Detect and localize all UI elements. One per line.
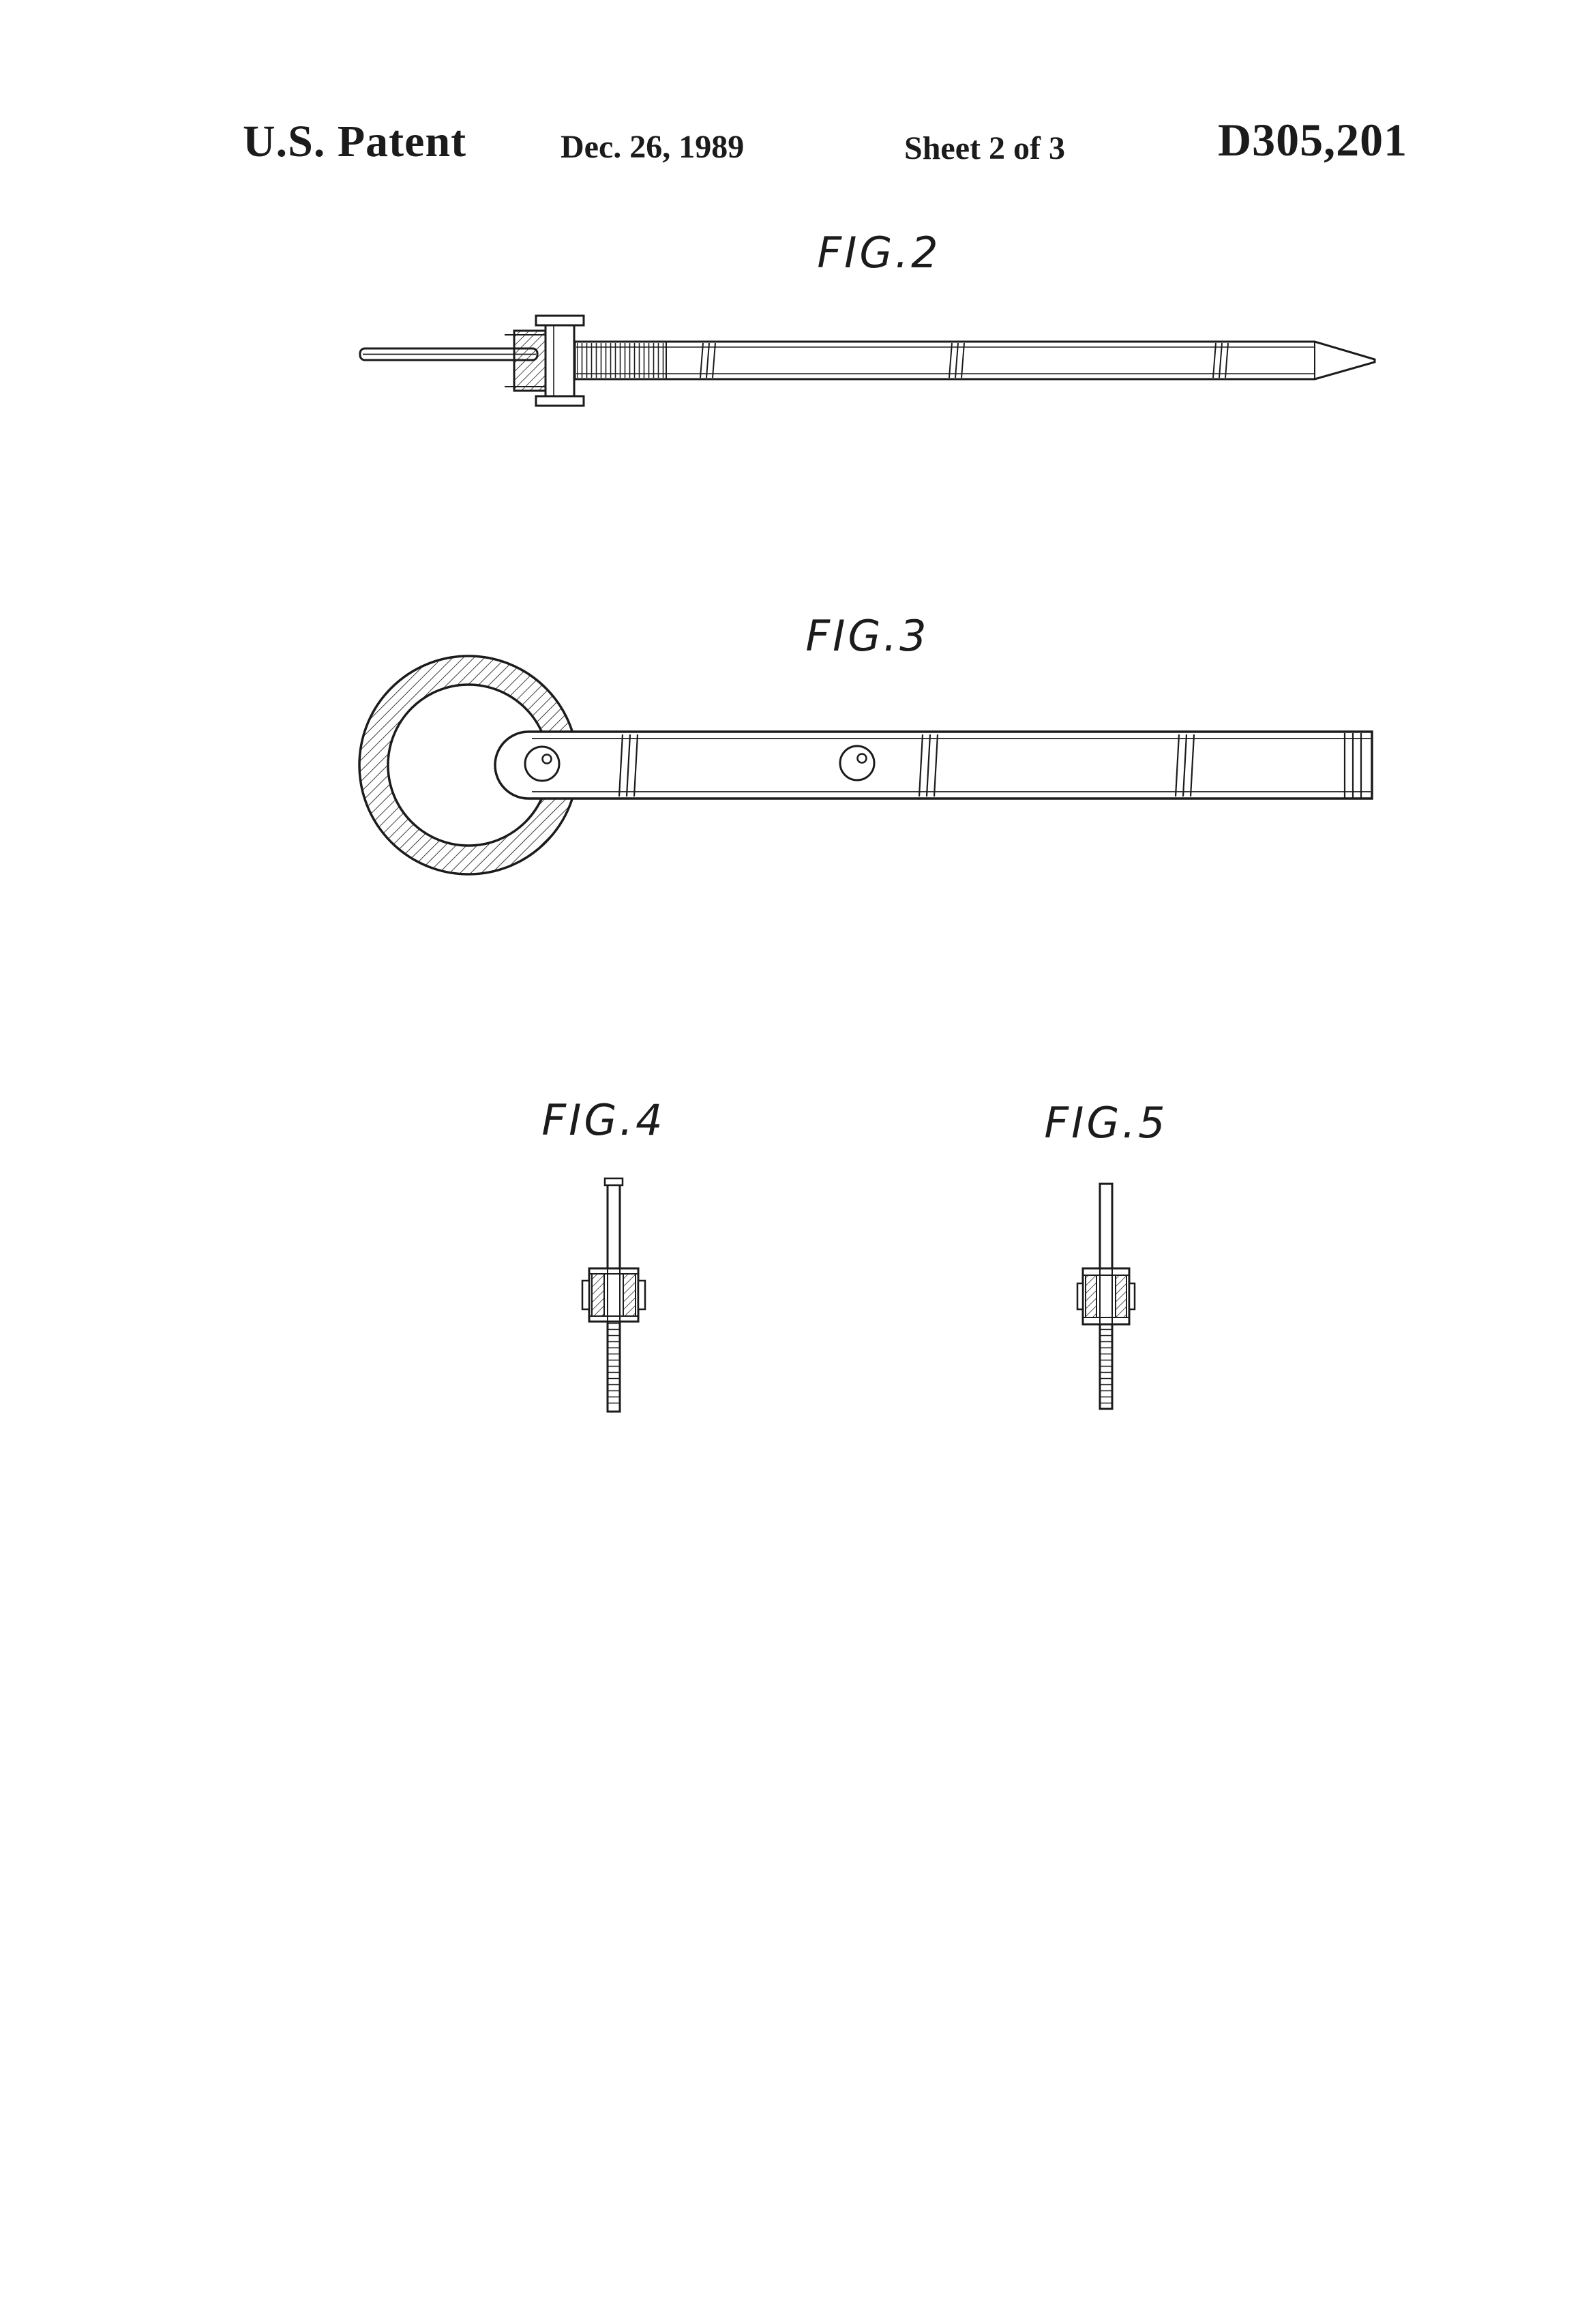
figure-4-drawing [581, 1177, 646, 1413]
figure-4-label: FIG.4 [541, 1095, 666, 1145]
sheet-number: Sheet 2 of 3 [904, 130, 1065, 166]
patent-date: Dec. 26, 1989 [561, 129, 745, 165]
figure-3-drawing [358, 655, 1373, 876]
patent-number: D305,201 [1218, 114, 1408, 166]
figure-2-label: FIG.2 [817, 228, 941, 278]
figure-5-drawing [1076, 1182, 1136, 1410]
figure-2-drawing [359, 314, 1376, 407]
figure-5-label: FIG.5 [1044, 1098, 1168, 1148]
figure-3-label: FIG.3 [805, 611, 929, 661]
patent-title: U.S. Patent [243, 117, 467, 166]
